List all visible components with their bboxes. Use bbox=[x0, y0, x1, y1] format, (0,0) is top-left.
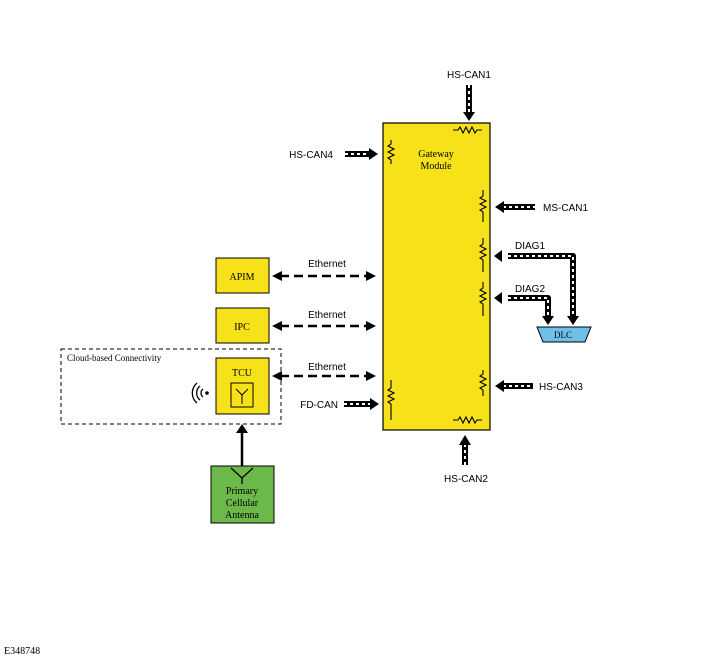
antenna-icon bbox=[230, 467, 254, 484]
apim-module-box bbox=[215, 257, 270, 294]
antenna-icon bbox=[230, 382, 254, 408]
antenna-link-arrow bbox=[236, 424, 248, 433]
diag2-label: DIAG2 bbox=[515, 284, 545, 295]
primary-cellular-antenna-box bbox=[210, 465, 275, 524]
resistor-icon bbox=[478, 370, 488, 396]
resistor-icon bbox=[478, 282, 488, 316]
tcu-label: TCU bbox=[232, 368, 253, 379]
tcu-module-box bbox=[215, 357, 270, 415]
dlc-connector bbox=[536, 326, 592, 343]
gateway-module-label-line2: Module bbox=[420, 161, 452, 172]
ipc-module-box bbox=[215, 307, 270, 344]
ethernet-apim-label: Ethernet bbox=[308, 259, 346, 270]
fd-can-label: FD-CAN bbox=[300, 400, 338, 411]
hs-can1-label: HS-CAN1 bbox=[447, 70, 491, 81]
resistor-icon bbox=[478, 238, 488, 272]
cloud-connectivity-label: Cloud-based Connectivity bbox=[67, 353, 162, 363]
hs-can2-label: HS-CAN2 bbox=[444, 474, 488, 485]
hs-can4-label: HS-CAN4 bbox=[289, 150, 333, 161]
figure-id: E348748 bbox=[4, 646, 40, 657]
dlc-label: DLC bbox=[554, 330, 572, 340]
antenna-label-line3: Antenna bbox=[225, 510, 259, 521]
ipc-label: IPC bbox=[234, 322, 250, 333]
antenna-label-line2: Cellular bbox=[226, 498, 259, 509]
resistor-icons bbox=[386, 125, 488, 425]
ms-can1-label: MS-CAN1 bbox=[543, 203, 588, 214]
antenna-label-line1: Primary bbox=[226, 486, 258, 497]
resistor-icon bbox=[386, 140, 396, 164]
gateway-module-box bbox=[382, 122, 491, 431]
resistor-icon bbox=[453, 125, 482, 135]
resistor-icon bbox=[453, 415, 482, 425]
diag1-label: DIAG1 bbox=[515, 241, 545, 252]
resistor-icon bbox=[386, 380, 396, 420]
apim-label: APIM bbox=[229, 272, 254, 283]
ethernet-ipc-label: Ethernet bbox=[308, 310, 346, 321]
bus-connectors bbox=[344, 85, 579, 465]
hs-can3-label: HS-CAN3 bbox=[539, 382, 583, 393]
resistor-icon bbox=[478, 190, 488, 222]
ethernet-links bbox=[272, 271, 376, 381]
gateway-module-label-line1: Gateway bbox=[418, 149, 454, 160]
wireless-signal-icon bbox=[191, 382, 209, 404]
ethernet-tcu-label: Ethernet bbox=[308, 362, 346, 373]
